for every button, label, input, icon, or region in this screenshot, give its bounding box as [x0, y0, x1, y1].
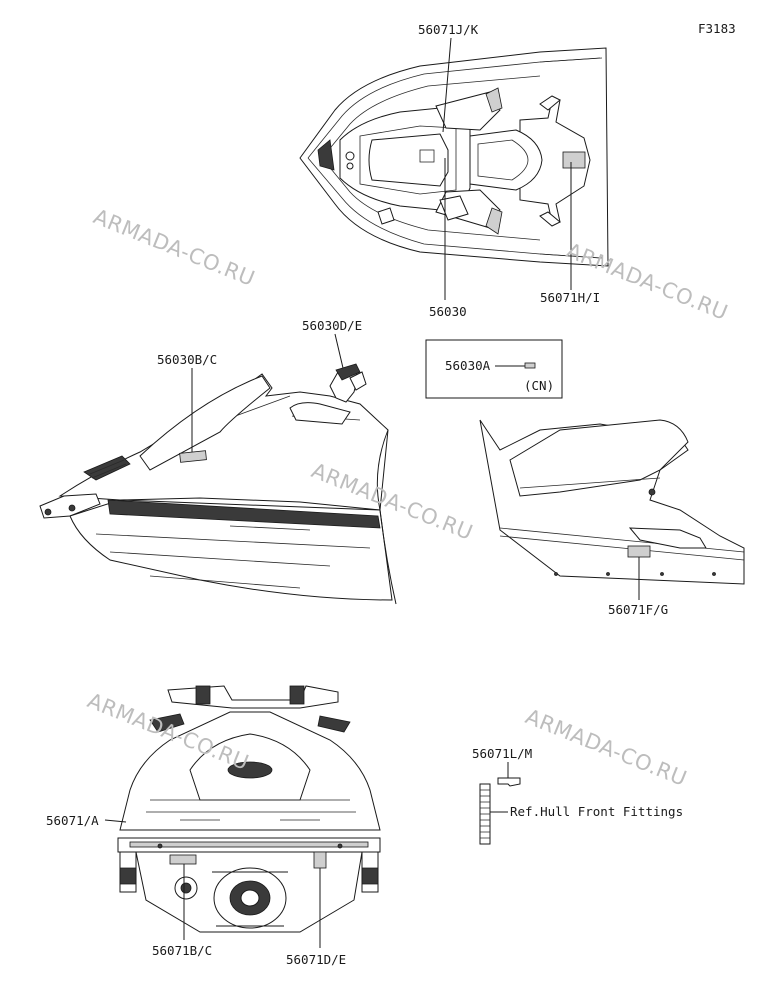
- label-cn: (CN): [524, 378, 554, 393]
- rear-side-view-drawing: [479, 419, 745, 585]
- label-56071a: 56071/A: [46, 813, 99, 828]
- watermark-5: ARMADA-CO.RU: [522, 704, 690, 791]
- rear-view-drawing: [117, 685, 381, 933]
- hull-fitting-drawing: [479, 762, 521, 845]
- label-56071fg: 56071F/G: [608, 602, 668, 617]
- inset-56030a: [425, 339, 563, 399]
- side-view-drawing: [39, 363, 397, 605]
- label-56030a: 56030A: [445, 358, 491, 373]
- label-56030bc: 56030B/C: [157, 352, 217, 367]
- label-56071jk: 56071J/K: [418, 22, 479, 37]
- watermark-2: ARMADA-CO.RU: [563, 238, 731, 325]
- figure-code: F3183: [698, 21, 736, 36]
- label-56071de: 56071D/E: [286, 952, 346, 967]
- label-56071bc: 56071B/C: [152, 943, 212, 958]
- watermark-1: ARMADA-CO.RU: [90, 204, 258, 291]
- top-view-drawing: [299, 47, 609, 267]
- label-ref-hull-front-fittings: Ref.Hull Front Fittings: [510, 804, 683, 819]
- label-56071lm: 56071L/M: [472, 746, 532, 761]
- label-56071hi: 56071H/I: [540, 290, 600, 305]
- label-56030: 56030: [429, 304, 467, 319]
- label-56030de: 56030D/E: [302, 318, 362, 333]
